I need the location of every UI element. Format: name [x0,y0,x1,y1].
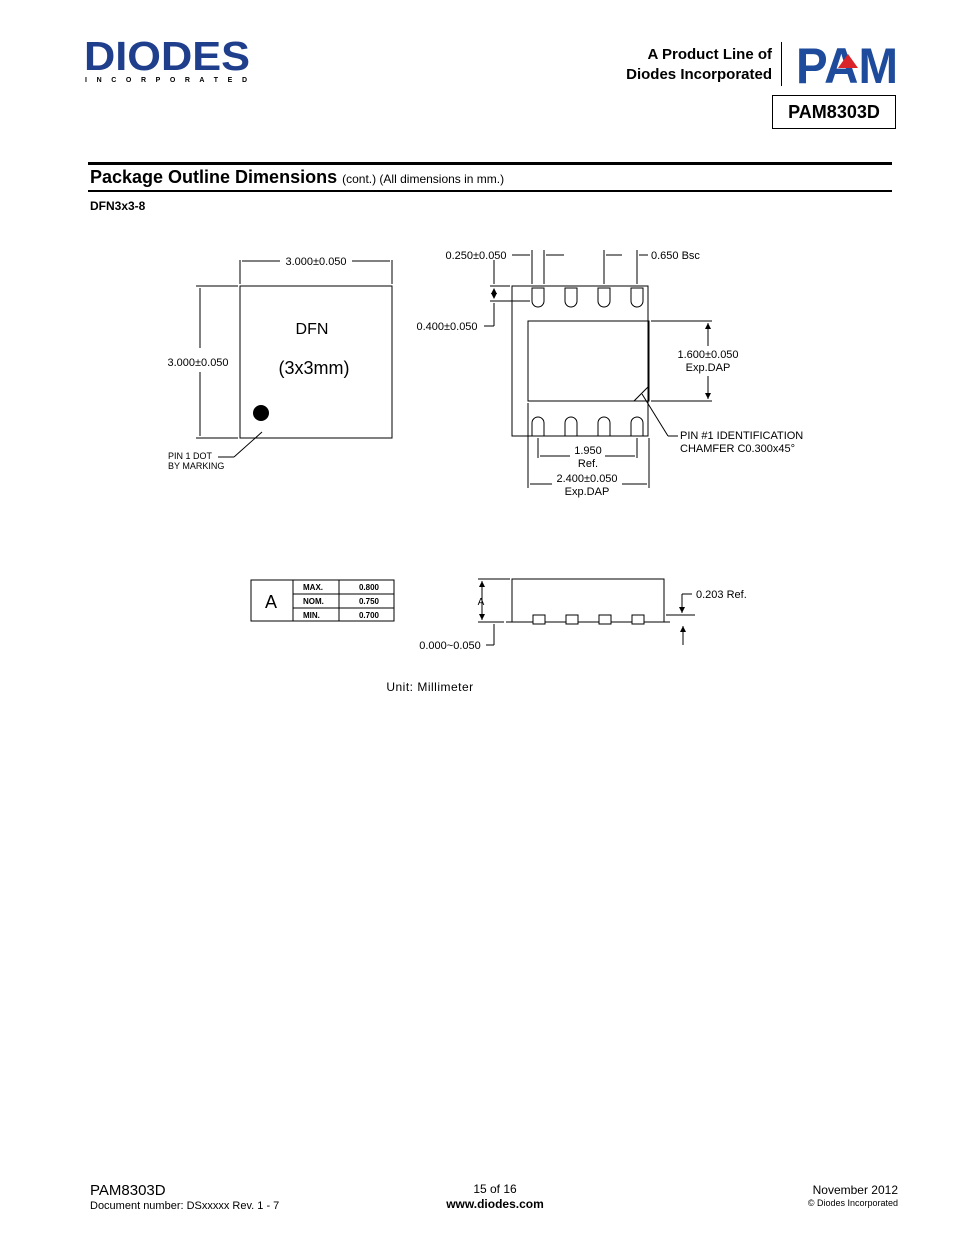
thickness-nom-value: 0.750 [359,597,380,606]
section-title: Package Outline Dimensions (cont.) (All … [90,167,504,188]
ref-width-dim: 1.950 [574,445,602,457]
footer-copyright: © Diodes Incorporated [807,1198,898,1208]
pad-width-dim: 0.250±0.050 [445,250,506,262]
thickness-nom-label: NOM. [303,597,324,606]
thickness-min-value: 0.700 [359,611,380,620]
dap-width-label: Exp.DAP [565,486,610,498]
exposed-dap [527,320,650,402]
pitch-dim: 0.650 Bsc [651,250,700,262]
top-width-dim: 3.000±0.050 [285,256,346,268]
lead-thickness-dim: 0.203 Ref. [696,589,747,601]
header-divider [781,42,782,86]
footer-part-number: PAM8303D [90,1182,166,1199]
package-name: DFN3x3-8 [90,199,146,213]
tagline-line1: A Product Line of [647,46,772,63]
side-view [478,578,695,646]
thickness-max-label: MAX. [303,583,323,592]
dap-height-dim: 1.600±0.050 [677,349,738,361]
pin1-dot [253,405,269,421]
bottom-view-body [511,285,649,437]
dap-chamfer [633,385,650,402]
top-view-label-size: (3x3mm) [279,358,350,378]
pad-top-2 [564,287,578,308]
diodes-logo: DIODES I N C O R P O R A T E D [84,38,250,84]
footer-date: November 2012 [812,1183,898,1197]
section-top-rule [88,162,892,165]
bottom-view [484,250,712,488]
top-view-label-dfn: DFN [296,321,329,338]
pin1-note-line1: PIN 1 DOT [168,451,213,461]
unit-note: Unit: Millimeter [386,680,473,694]
part-number-box: PAM8303D [772,95,896,129]
section-title-text: Package Outline Dimensions [90,167,338,187]
footer-doc-number: Document number: DSxxxxx Rev. 1 - 7 [90,1200,280,1212]
standoff-dim: 0.000~0.050 [419,640,480,652]
top-view-body [239,285,393,439]
section-subtitle: (cont.) (All dimensions in mm.) [342,172,505,186]
thickness-symbol: A [265,592,277,612]
diodes-logo-subtext: I N C O R P O R A T E D [85,77,247,84]
pin1-id-line2: CHAMFER C0.300x45° [680,443,795,455]
footer-website-link[interactable]: www.diodes.com [446,1197,544,1211]
diodes-logo-wordmark: DIODES [84,38,250,79]
pin1-id-line1: PIN #1 IDENTIFICATION [680,430,803,442]
pad-bottom-2 [564,416,578,437]
top-height-dim: 3.000±0.050 [167,357,228,369]
ref-width-label: Ref. [578,458,598,470]
pad-top-4 [630,287,644,308]
pad-top-1 [531,287,545,308]
pad-bottom-4 [630,416,644,437]
dap-width-dim: 2.400±0.050 [556,473,617,485]
pad-bottom-3 [597,416,611,437]
top-view [196,260,393,458]
package-outline-drawing: 3.000±0.050 3.000±0.050 DFN (3x3mm) PIN … [167,250,803,694]
pad-length-dim: 0.400±0.050 [416,321,477,333]
pam-logo-red-triangle [838,54,858,68]
footer-page-number: 15 of 16 [473,1182,517,1196]
dap-height-label: Exp.DAP [686,362,731,374]
thickness-min-label: MIN. [303,611,320,620]
thickness-table [250,579,395,622]
pam-logo: PAM [796,42,898,86]
tagline-line2: Diodes Incorporated [626,66,772,83]
pad-bottom-1 [531,416,545,437]
section-bottom-rule [88,190,892,192]
thickness-max-value: 0.800 [359,583,380,592]
pin1-note-line2: BY MARKING [168,461,224,471]
side-height-symbol: A [478,597,485,608]
pad-top-3 [597,287,611,308]
